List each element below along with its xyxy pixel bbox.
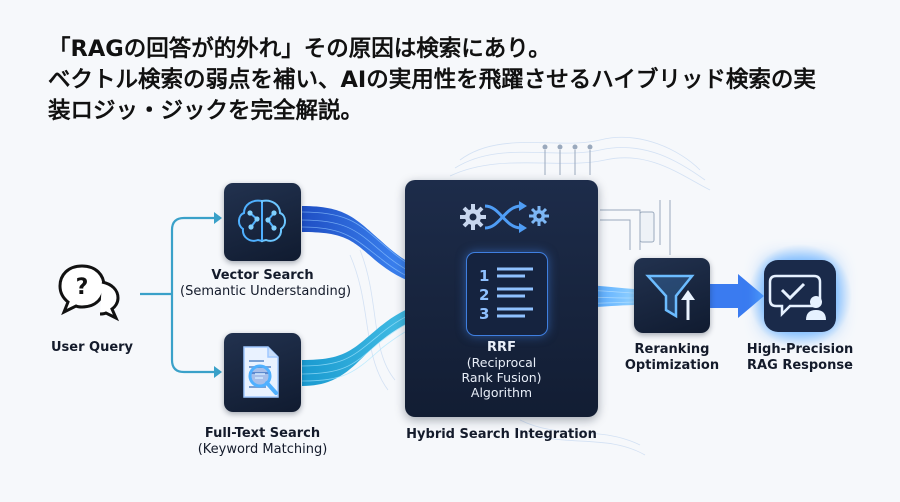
reranking-box <box>634 258 710 333</box>
reranking-line-2: Optimization <box>624 358 720 373</box>
list-number-3: 3 <box>479 305 489 323</box>
headline-line-1: 「RAGの回答が的外れ」その原因は検索にあり。 <box>48 36 551 62</box>
gears-shuffle-icon <box>460 201 549 233</box>
vector-search-title: Vector Search <box>211 268 314 283</box>
filter-arrow-icon <box>645 274 695 320</box>
brain-network-icon <box>238 199 286 243</box>
vector-search-label: Vector Search (Semantic Understanding) <box>180 268 351 300</box>
query-connectors <box>140 216 214 374</box>
response-line-1: High-Precision <box>746 342 854 357</box>
headline: 「RAGの回答が的外れ」その原因は検索にあり。 ベクトル検索の弱点を補い、AIの… <box>48 34 868 127</box>
numbered-list-icon: 1 2 3 <box>479 267 533 323</box>
fulltext-search-label: Full-Text Search (Keyword Matching) <box>186 426 339 458</box>
arrowhead-vector <box>214 212 222 224</box>
response-label: High-Precision RAG Response <box>740 342 860 374</box>
user-query-label: User Query <box>50 340 134 355</box>
vector-stream <box>302 206 470 290</box>
reranking-label: Reranking Optimization <box>610 342 734 374</box>
list-number-2: 2 <box>479 286 489 304</box>
vector-search-sub: (Semantic Understanding) <box>180 284 352 299</box>
rrf-line-3: Algorithm <box>470 385 533 400</box>
fulltext-search-box <box>224 333 301 412</box>
headline-line-2: ベクトル検索の弱点を補い、AIの実用性を飛躍させるハイブリッド検索の実 <box>48 67 816 93</box>
hybrid-label: Hybrid Search Integration <box>406 427 597 442</box>
reranking-line-1: Reranking <box>634 342 710 357</box>
chat-check-user-icon <box>768 274 826 320</box>
rrf-title: RRF <box>487 340 516 355</box>
arrowhead-fulltext <box>214 366 222 378</box>
svg-text:?: ? <box>76 275 89 300</box>
rrf-list-box: 1 2 3 <box>466 252 548 336</box>
circuit-lines <box>542 144 671 255</box>
wave-lines <box>349 136 711 456</box>
response-box <box>764 260 836 332</box>
fulltext-stream <box>302 296 470 386</box>
rrf-line-1: (Reciprocal <box>466 355 537 370</box>
fulltext-search-title: Full-Text Search <box>204 426 321 441</box>
vector-search-box <box>224 183 301 261</box>
headline-line-3: 装ロジッ・ジックを完全解説。 <box>48 98 364 124</box>
rrf-text: RRF (Reciprocal Rank Fusion) Algorithm <box>405 340 598 400</box>
document-search-icon <box>243 346 279 398</box>
question-bubble-icon: ? <box>58 264 120 322</box>
response-line-2: RAG Response <box>747 358 853 373</box>
rrf-line-2: Rank Fusion) <box>461 370 542 385</box>
fulltext-search-sub: (Keyword Matching) <box>197 442 328 457</box>
list-number-1: 1 <box>479 267 489 285</box>
